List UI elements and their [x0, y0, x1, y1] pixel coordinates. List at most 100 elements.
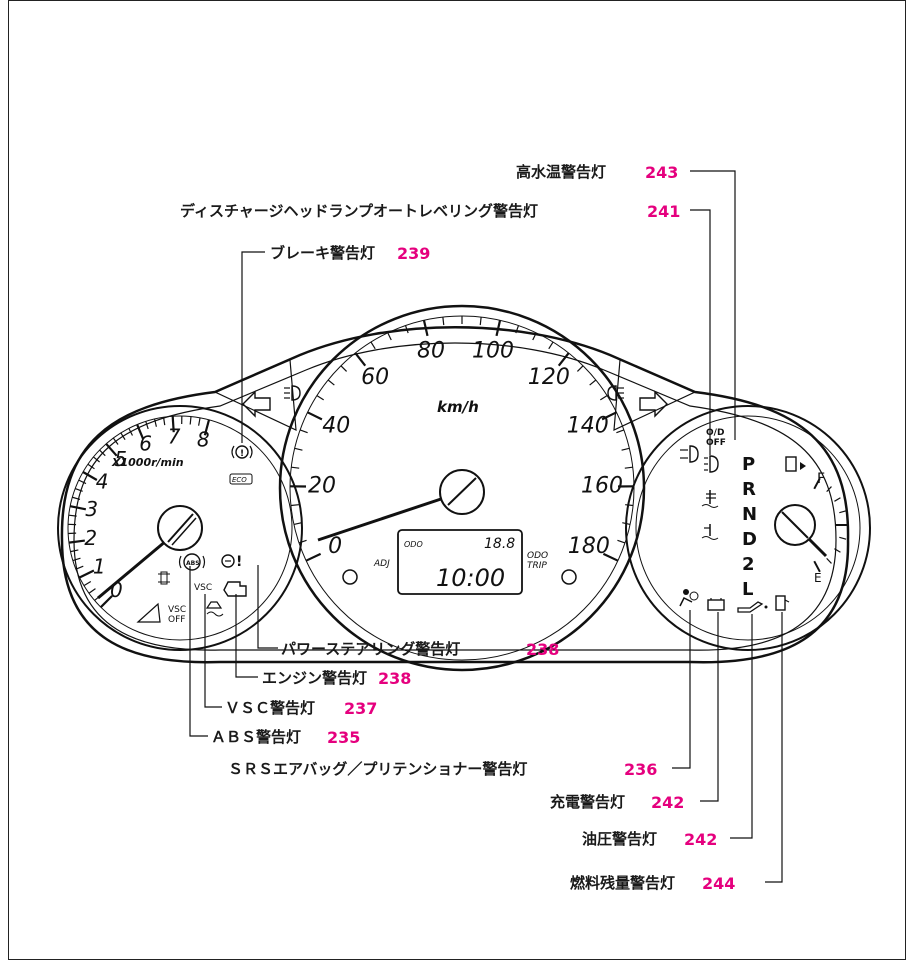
tachometer-tick — [100, 595, 113, 608]
tachometer-tick — [82, 471, 98, 481]
speedometer-label-180: 180 — [568, 534, 610, 559]
tachometer-tick — [112, 437, 119, 445]
fuel-gauge-tick — [839, 510, 847, 514]
speedometer-tick — [576, 365, 584, 372]
vsc-page: 237 — [344, 699, 377, 718]
speedometer-tick — [479, 317, 482, 326]
fuel-gauge-tick — [834, 548, 841, 553]
right-turn-icon — [639, 390, 668, 418]
abs-label: ＡＢＳ警告灯 — [211, 728, 301, 746]
speedometer-tick — [532, 332, 537, 341]
low-fuel-icon — [775, 595, 790, 611]
discharge-level-page: 241 — [647, 202, 680, 221]
brake-warning-icon: ! — [231, 445, 253, 459]
speedometer-tick — [557, 352, 570, 367]
tachometer-tick — [203, 419, 211, 436]
fuel-gauge-tick — [839, 536, 847, 540]
fuel-gauge-tick — [826, 486, 832, 493]
tachometer-tick — [120, 432, 126, 440]
fuel-gear-gauge: F E P R N D 2 L — [625, 405, 871, 651]
speedometer-tick — [624, 466, 633, 469]
tachometer-tick — [78, 479, 87, 485]
speedometer-tick — [617, 539, 626, 544]
odometer-display — [397, 529, 523, 595]
tachometer-tick — [153, 418, 157, 427]
speedometer-tick — [387, 332, 392, 341]
speedometer-label-20: 20 — [308, 474, 336, 499]
speedometer-label-100: 100 — [472, 338, 514, 363]
speedometer-tick — [305, 552, 322, 562]
power-steering-label: パワーステアリング警告灯 — [281, 640, 460, 658]
tachometer-tick — [93, 456, 100, 463]
vsc-label: ＶＳＣ警告灯 — [225, 699, 315, 717]
callout-leader-lines — [189, 170, 783, 883]
tachometer-label-5: 5 — [114, 447, 127, 471]
gear-position-indicator: P R N D 2 L — [742, 454, 757, 600]
engine-check-icon — [223, 581, 247, 597]
speedometer-tick — [316, 395, 325, 401]
low-temp-icon — [701, 524, 719, 540]
tachometer-label-4: 4 — [96, 470, 109, 494]
speedometer-tick — [293, 522, 302, 525]
odo-trip-button[interactable] — [561, 569, 577, 585]
discharge-level-label: ディスチャージヘッドランプオートレベリング警告灯 — [180, 202, 538, 220]
speedometer-tick-marks — [289, 316, 635, 562]
speedometer-tick — [327, 379, 335, 386]
speedometer-tick — [291, 466, 300, 469]
oil-page: 242 — [684, 830, 717, 849]
tachometer-tick — [72, 496, 81, 501]
tachometer-tick — [198, 417, 201, 426]
adj-button[interactable] — [342, 569, 358, 585]
speedometer-tick — [404, 325, 409, 334]
charge-page: 242 — [651, 793, 684, 812]
gear-l: L — [742, 579, 753, 600]
oil-label: 油圧警告灯 — [582, 830, 657, 848]
display-trip-label: TRIP — [527, 561, 547, 571]
od-off-indicator: O/D — [706, 428, 724, 438]
high-temp-page: 243 — [645, 163, 678, 182]
speedometer-tick — [299, 429, 308, 434]
oil-pressure-icon — [737, 601, 768, 613]
speedometer-tick — [340, 365, 348, 372]
tachometer-tick — [105, 443, 118, 457]
fuel-empty-label: E — [814, 571, 822, 585]
gear-p: P — [742, 454, 755, 475]
speedometer-tick — [602, 552, 619, 562]
display-main-value: 10:00 — [436, 564, 505, 592]
speedometer-tick — [354, 352, 367, 367]
tachometer-tick — [68, 539, 85, 544]
charge-label: 充電警告灯 — [550, 793, 625, 811]
srs-page: 236 — [624, 760, 657, 779]
fuel-pump-icon — [785, 456, 806, 472]
hill-assist-icon — [136, 602, 161, 623]
power-steering-icon: ! — [221, 554, 242, 570]
left-turn-icon — [242, 390, 271, 418]
callout-labels: 高水温警告灯 243 ディスチャージヘッドランプオートレベリング警告灯 241 … — [180, 163, 735, 893]
tachometer-tick — [79, 569, 95, 579]
srs-label: ＳＲＳエアバッグ／プリテンショナー警告灯 — [228, 760, 527, 778]
svg-text:ABS: ABS — [186, 560, 200, 567]
tachometer-tick — [171, 416, 175, 433]
fuel-gauge-tick-marks — [813, 477, 848, 573]
fuel-gauge-tick — [813, 560, 821, 573]
fuel-page: 244 — [702, 874, 735, 893]
display-odo-label: ODO — [404, 540, 423, 549]
vsc-off-indicator: VSC — [168, 605, 186, 615]
battery-icon — [707, 598, 725, 611]
fuel-gauge-tick — [813, 477, 821, 490]
display-trip-value: 18.8 — [484, 536, 515, 552]
indicator-icons: ! ECO ABS VSC ! — [136, 385, 806, 625]
tachometer-unit: X1000r/min — [111, 456, 184, 469]
svg-text:!: ! — [236, 554, 242, 570]
speedometer-tick — [294, 447, 303, 451]
tachometer-tick — [68, 514, 77, 517]
tachometer-label-8: 8 — [197, 428, 210, 452]
tachometer-label-7: 7 — [168, 425, 181, 449]
speedometer-tick — [495, 320, 502, 337]
high-temp-icon — [701, 490, 719, 508]
speedometer-tick — [442, 317, 445, 326]
speedometer-label-160: 160 — [581, 474, 623, 499]
abs-icon: ABS — [178, 553, 206, 571]
